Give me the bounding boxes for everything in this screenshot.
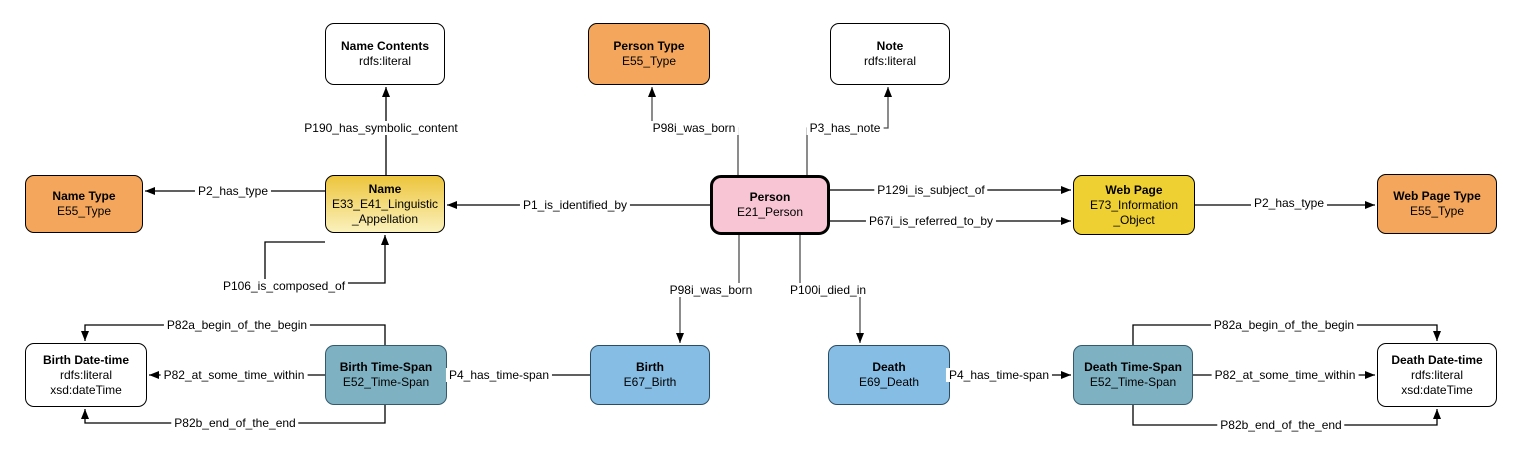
node-subtitle: rdfs:literal <box>358 54 411 68</box>
node-subtitle: rdfs:literal xsd:dateTime <box>50 367 122 397</box>
node-name-type: Name Type E55_Type <box>25 175 143 233</box>
node-birth: Birth E67_Birth <box>590 345 710 405</box>
node-title: Birth Time-Span <box>339 360 433 374</box>
node-name-contents: Name Contents rdfs:literal <box>325 23 445 85</box>
edge-label-p3-has-note: P3_has_note <box>806 121 884 135</box>
node-title: Note <box>876 39 904 53</box>
node-subtitle: E69_Death <box>858 375 920 389</box>
node-title: Name Contents <box>340 39 429 53</box>
node-title: Person <box>749 190 791 204</box>
node-title: Birth Date-time <box>42 352 129 367</box>
edge-label-p98i-was-born-birth: P98i_was_born <box>666 283 756 297</box>
edge-p106-is-composed-of <box>264 235 389 284</box>
edge-label-p4-has-time-span-birth: P4_has_time-span <box>445 368 553 382</box>
edge-label-p98i-was-born-type: P98i_was_born <box>649 121 739 135</box>
node-title: Birth <box>636 360 664 374</box>
edge-label-p82a-begin-death: P82a_begin_of_the_begin <box>1210 318 1358 332</box>
node-birth-time-span: Birth Time-Span E52_Time-Span <box>325 345 447 405</box>
node-subtitle: E21_Person <box>736 205 804 219</box>
node-subtitle: E52_Time-Span <box>1089 375 1177 389</box>
node-title: Person Type <box>613 39 685 53</box>
edge-label-p190-has-symbolic-content: P190_has_symbolic_content <box>301 121 461 135</box>
node-title: Web Page <box>1105 182 1163 197</box>
node-subtitle: E52_Time-Span <box>342 375 430 389</box>
edge-label-p82a-begin-birth: P82a_begin_of_the_begin <box>163 318 311 332</box>
node-subtitle: E33_E41_Linguistic _Appellation <box>331 196 439 226</box>
node-subtitle: E55_Type <box>1409 204 1465 218</box>
node-title: Death Time-Span <box>1084 360 1182 374</box>
node-name: Name E33_E41_Linguistic _Appellation <box>325 175 445 233</box>
edge-label-p82b-end-death: P82b_end_of_the_end <box>1217 418 1345 432</box>
edge-label-p2-has-type-webpage: P2_has_type <box>1250 196 1328 210</box>
edge-label-p2-has-type-name: P2_has_type <box>194 184 272 198</box>
edge-label-p82-within-death: P82_at_some_time_within <box>1211 368 1359 382</box>
node-web-page: Web Page E73_Information _Object <box>1073 175 1195 235</box>
edge-label-p129i-is-subject-of: P129i_is_subject_of <box>874 183 988 197</box>
edge-label-p100i-died-in: P100i_died_in <box>786 283 870 297</box>
edge-label-p82b-end-birth: P82b_end_of_the_end <box>171 416 299 430</box>
node-subtitle: E67_Birth <box>623 375 677 389</box>
edge-label-p1-is-identified-by: P1_is_identified_by <box>519 198 631 212</box>
edge-label-p106-is-composed-of: P106_is_composed_of <box>219 279 349 293</box>
node-death: Death E69_Death <box>828 345 950 405</box>
node-subtitle: E55_Type <box>56 204 112 218</box>
node-title: Death <box>872 360 906 374</box>
node-subtitle: E55_Type <box>621 54 677 68</box>
edge-label-p82-within-birth: P82_at_some_time_within <box>160 368 308 382</box>
node-death-time-span: Death Time-Span E52_Time-Span <box>1073 345 1193 405</box>
node-person-type: Person Type E55_Type <box>588 23 710 85</box>
node-title: Web Page Type <box>1393 189 1481 203</box>
edge-label-p4-has-time-span-death: P4_has_time-span <box>945 368 1053 382</box>
node-web-page-type: Web Page Type E55_Type <box>1377 174 1497 234</box>
node-title: Name Type <box>52 189 116 203</box>
node-death-date-time: Death Date-time rdfs:literal xsd:dateTim… <box>1377 343 1497 407</box>
node-subtitle: E73_Information _Object <box>1089 197 1179 227</box>
node-note: Note rdfs:literal <box>830 23 950 85</box>
node-subtitle: rdfs:literal xsd:dateTime <box>1401 367 1473 397</box>
node-person: Person E21_Person <box>710 175 830 235</box>
node-birth-date-time: Birth Date-time rdfs:literal xsd:dateTim… <box>25 343 147 407</box>
node-title: Name <box>368 181 402 196</box>
node-subtitle: rdfs:literal <box>863 54 916 68</box>
node-title: Death Date-time <box>1391 352 1483 367</box>
edge-label-p67i-is-referred-to-by: P67i_is_referred_to_by <box>865 214 997 228</box>
